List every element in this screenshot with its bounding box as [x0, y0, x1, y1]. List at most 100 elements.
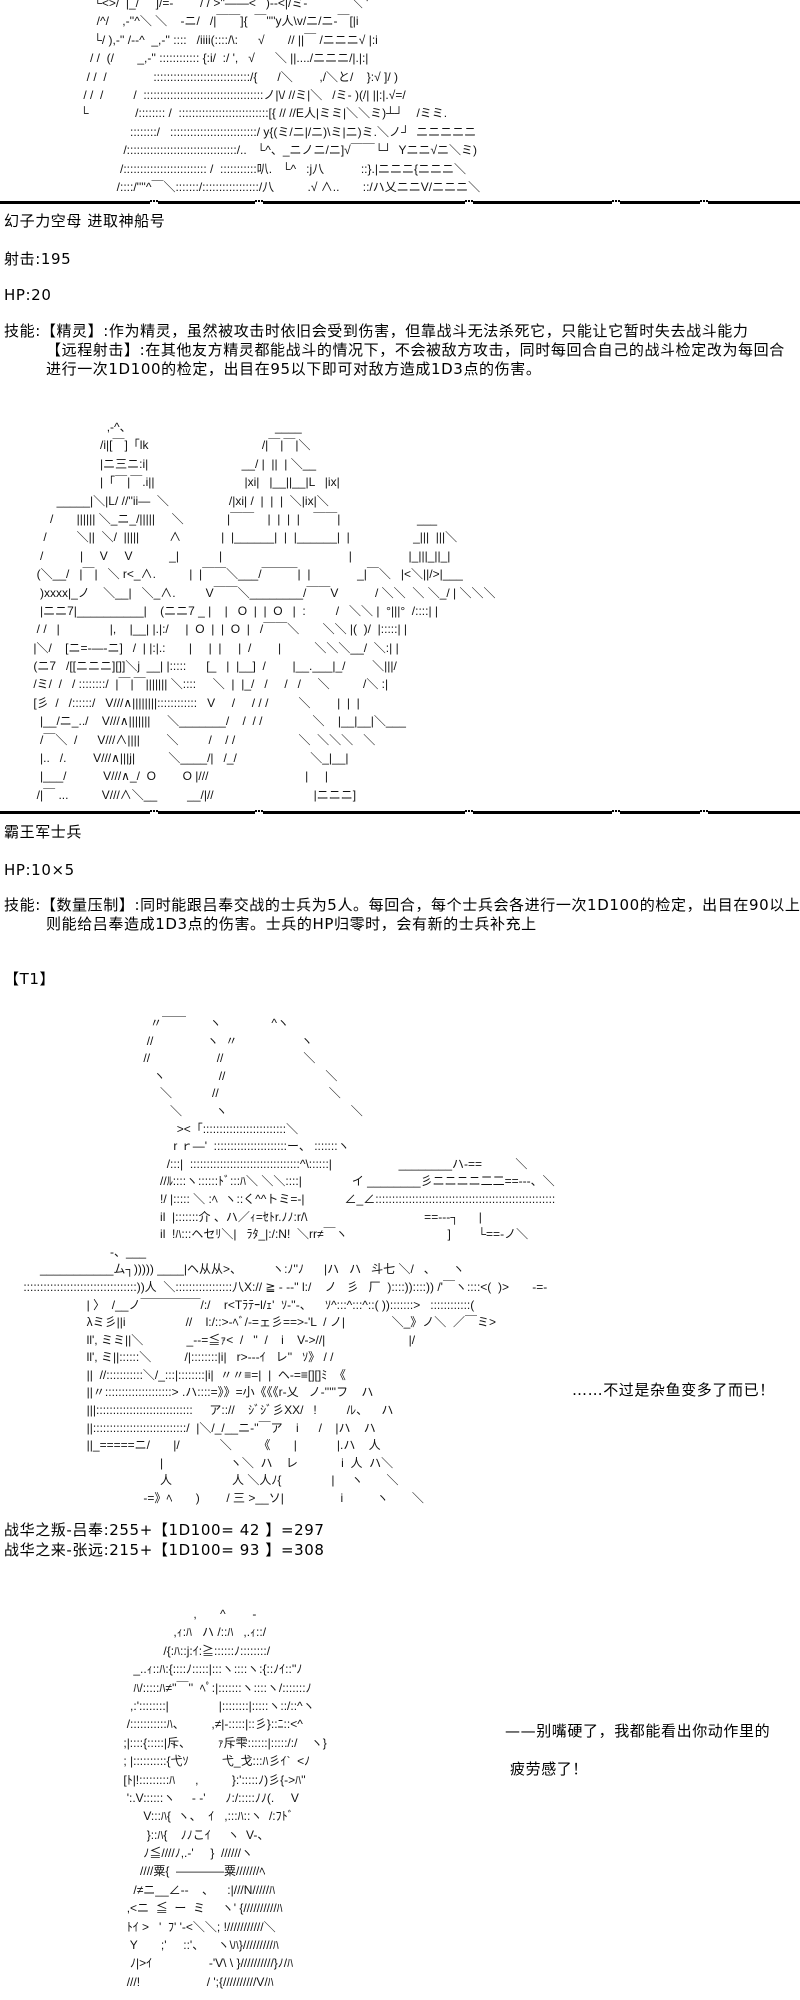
ascii-art-line: /:::::::::::::::::::::::::::::::::/.. └^… — [60, 143, 478, 158]
ascii-art-line: ////粟{ ――――粟///////ﾍ — [0, 1864, 266, 1879]
ascii-art-line: ll', ミ||::::::＼ /|::::::::|i| r>---ｲ レ''… — [0, 1350, 334, 1365]
ascii-art-line: ヽ // ＼ — [0, 1068, 338, 1083]
unit-skill-line: 则能给吕奉造成1D3点的伤害。士兵的HP归零时，会有新的士兵补充上 — [4, 915, 537, 934]
dice-result: 战华之叛-吕奉:255+【1D100= 42 】=297 — [4, 1521, 325, 1540]
unit-skill-line: 技能:【数量压制】:同时能跟吕奉交战的士兵为5人。每回合，每个士兵会各进行一次1… — [4, 896, 800, 915]
unit-name: 霸王军士兵 — [4, 823, 83, 842]
ascii-art-line: |＼/ [ニ=-―-ニ] / | |:|.: | | | | / | ＼＼＼__… — [0, 640, 399, 655]
ascii-art-line: /:::| :::::::::::::::::::::::::::::::::^… — [0, 1156, 528, 1171]
unit-skill-line: 【远程射击】:在其他友方精灵都能战斗的情况下，不会被敌方攻击，同时每回合自己的战… — [4, 341, 785, 360]
ascii-art-line: ||_=====ニ/ |/ ＼ 《 | |.ハ 人 — [0, 1438, 381, 1453]
ascii-art-line: ;|::::{:::::|斥、 ｧ斥雫::::::|:::::/:/ ヽ} — [0, 1735, 327, 1750]
ascii-art-line: / |||||| ＼_ニ_/||||| ＼ |￣￣ | | | | ￣￣| __… — [0, 511, 438, 526]
ascii-art-line: ＼ // ＼ — [0, 1086, 341, 1101]
unit-skill-line: 进行一次1D100的检定，出目在95以下即可对敌方造成1D3点的伤害。 — [4, 360, 542, 379]
ascii-art-line: / | V V _| | | |_|||_||_| — [0, 548, 451, 563]
unit-hp-stat: HP:10×5 — [4, 861, 75, 880]
ascii-art-line: )xxxx|_ノ ＼__| ＼_∧. V￣￣＼________/￣￣V / ＼＼… — [0, 585, 496, 600]
ascii-art-line: ||::::::::::::::::::::::::::::/ |＼/_/__ニ… — [0, 1420, 376, 1435]
ascii-art-line: / / / / ::::::::::::::::::::::::::::::::… — [60, 87, 406, 102]
ascii-art-line: ::::::::::::::::::::::::::::::::::))人 ＼:… — [0, 1279, 548, 1294]
ascii-art-line: ﾉ|>ｲ -'V\ \ }//////////}ﾉ/ﾊ — [0, 1956, 294, 1971]
ascii-art-line: , ^ - — [0, 1607, 257, 1621]
ascii-art-line: λミ彡||i // l:/::>-ﾍﾞ/-=ェ彡==>-'L / ノ| ＼_》ノ… — [0, 1315, 496, 1330]
ascii-art-line: ><「:::::::::::::::::::::::::＼ — [0, 1121, 299, 1136]
dice-result: 战华之来-张远:215+【1D100= 93 】=308 — [4, 1541, 325, 1560]
section-divider — [0, 200, 800, 207]
ascii-art-line: |||::::::::::::::::::::::::::::: ア::// ｼ… — [0, 1403, 394, 1418]
ascii-art-line: |__/ニ_../ V///∧||||||| ＼_______/ / / / ＼… — [0, 714, 406, 729]
unit-name: 幻子力空母 进取神船号 — [4, 212, 166, 231]
section-divider — [0, 810, 800, 817]
ascii-art-line: / / | |, |__| |.|:/ | O | | O | /￣￣＼ ＼＼ … — [0, 622, 408, 637]
ascii-art-line: _____|＼|L/ //''ii― ＼ /|xi| / | | | ＼|ix|… — [0, 493, 329, 508]
ascii-art-line: └/ ),-'' /--^ _,-'' :::: /iiii(::::/\: √… — [60, 32, 378, 47]
ascii-art-line: ﾊ/:::::ﾊ≠''￣'' ﾍﾟ:|:::::::ヽ::::ヽ/:::::::… — [0, 1680, 312, 1695]
ascii-art-line: ///! / ';{//////////V/ﾊ — [0, 1974, 274, 1989]
ascii-art-line: 〃￣￣ ヽ ^ヽ — [0, 1016, 290, 1030]
ascii-art-line: -、___ — [0, 1244, 260, 1259]
ascii-art-line: r ｒ―' ::::::::::::::::::::::ー、 :::::::ヽ — [0, 1139, 350, 1154]
ascii-art-line: ,ｨ:ﾊ ハ /::ﾊ ,.ｨ::/ — [0, 1625, 267, 1640]
ascii-art-line: / / / :::::::::::::::::::::::::::::/{ /＼… — [60, 69, 398, 84]
ascii-art-line: ll', ミミ||＼ _--=≦ｧ< / '' / i V->//| |/ — [0, 1332, 416, 1347]
ascii-art-line: /::::/''''^￣＼:::::::/:::::::::::::::::/八… — [60, 179, 481, 194]
ascii-art-line: ; |::::::::::{弋ｿ 弋_戈:::ﾊ彡ｲ` <ﾉ — [0, 1754, 311, 1769]
ascii-art-line: (＼__/ |￣| ＼ r<_∧. | |￣￣＼___/￣￣￣| | _|￣＼ … — [0, 567, 463, 582]
ascii-art-line: // ヽ 〃 ヽ — [0, 1033, 313, 1048]
ascii-art-line: [ﾄ|!:::::::::ﾊ , }:':::::ﾉ)彡{->ﾊ'' — [0, 1772, 306, 1787]
ascii-art-line: il !ﾊ:::ヘセﾘ＼| ﾗﾀ_|:/:N! ＼rr≠￣ヽ ] └==-ノ＼ — [0, 1227, 529, 1242]
ascii-art-line: |「￣|￣.i|| |xi| |__||__|L |ix| — [0, 475, 340, 490]
ascii-art-line: /ミ/ / / ::::::::/ |￣|￣||||||| ＼:::: ＼ | … — [0, 677, 389, 692]
ascii-art-line: V:::ﾊ{ ヽ、 ｲ ,:::ﾊ::ヽ /:ﾌﾄﾞ — [0, 1809, 294, 1824]
ascii-art-line: /≠ニ__∠-- 、 :|///N/////ﾊ — [0, 1882, 276, 1897]
ascii-art-line: ﾄｲ > ' ﾌ' '-<＼＼; !///////////＼ — [0, 1919, 276, 1934]
ascii-art-line: /i|[￣]「lk /|￣|￣|＼ — [0, 438, 311, 453]
ascii-art-line: /|￣ ... V///∧＼__ __/|// |ニニニ] — [0, 787, 357, 802]
unit-hp-stat: HP:20 — [4, 286, 52, 305]
turn-label: 【T1】 — [4, 970, 56, 989]
ascii-art-line: ||〃::::::::::::::::::::> .ハ::::=》》=小《《《r… — [0, 1385, 374, 1400]
ascii-art-character-portrait: , ^ - ,ｨ:ﾊ ハ /::ﾊ ,.ｨ::/ /{:ﾊ::j:ｲ:≧::::… — [0, 1605, 327, 1991]
dialogue-line: 疲劳感了！ — [510, 1760, 589, 1779]
ascii-art-soldiers: ,-^、 ____ /i|[￣]「lk /|￣|￣|＼ |ニ三ニ:i| __/ — [0, 418, 495, 804]
ascii-art-line: !/ |::::: ＼ :ﾍ ヽ::く^^トミ=-| ∠_∠::::::::::… — [0, 1191, 556, 1206]
unit-shooting-stat: 射击:195 — [4, 250, 72, 269]
dialogue-line: ——别嘴硬了，我都能看出你动作里的 — [505, 1722, 771, 1741]
ascii-art-line: / / (/ _,-'' :::::::::::: {:i/ :/ ', √ ＼… — [60, 51, 369, 66]
ascii-art-line: /::::::::::::::::::::::::: / :::::::::::… — [60, 161, 466, 176]
ascii-art-aircraft-carrier: └<>/ |_/ ]/=- / / >''――< )--<|/ミ- ＼ ' /^… — [60, 0, 480, 196]
ascii-art-line: //ﾙ::::ヽ::::::ﾄﾞ:::ﾊ＼ ＼＼::::| イ ________… — [0, 1174, 555, 1189]
ascii-art-line: ,:'::::::::| |::::::::|:::::ヽ::/::^ヽ — [0, 1698, 315, 1713]
ascii-art-line: ___________ム┐))))) ____|ヘ从从>、 ヽ:ﾉ''ﾉ |ハ … — [0, 1262, 465, 1277]
ascii-art-line: └<>/ |_/ ]/=- / / >''――< )--<|/ミ- ＼ ' — [60, 0, 369, 10]
ascii-art-line: ,-^、 ____ — [0, 420, 302, 434]
ascii-art-line: Y ;' ::'、 ヽ\ﾊ}/////////ﾊ — [0, 1938, 279, 1953]
ascii-art-line: |ニニ7|__________| (ニニ7 _ | | O | | O | : … — [0, 603, 439, 618]
ascii-art-battle-scene: 〃￣￣ ヽ ^ヽ // ヽ 〃 ヽ // // — [0, 1015, 555, 1508]
ascii-art-line: | 〉 /__ノ￣￣￣￣￣/:/ r<Tﾗﾃｰl/ｪ' ｿ-''-、 ｿ^:::… — [0, 1297, 475, 1312]
ascii-art-line: // // ＼ — [0, 1051, 316, 1066]
ascii-art-line: || //:::::::::::＼/_:::|::::::::|i| 〃〃≡=|… — [0, 1367, 346, 1382]
ascii-art-line: ,<ニ ≦ ー ミ ヽ' {//////////ﾊ — [0, 1901, 283, 1916]
ascii-art-line: └ /:::::::: / ::::::::::::::::::::::::::… — [60, 106, 448, 121]
ascii-art-line: ﾉ≦////ﾉ,.-' } //////ヽ — [0, 1846, 254, 1861]
ascii-art-line: |ニ三ニ:i| __/ | || | ＼__ — [0, 456, 317, 471]
ascii-art-line: -=》ﾍ ) / 三 >__ソ| i ヽ ＼ — [0, 1491, 424, 1506]
ascii-art-line: ::::::::/ ::::::::::::::::::::::::::/ y{… — [60, 124, 477, 139]
ascii-art-line: [彡 / /::::::/ V///∧||||||||:::::::::::: … — [0, 695, 360, 710]
ascii-art-line: |___/ V///∧_/ O O |/// | | — [0, 769, 329, 784]
ascii-art-line: ':.V::::::ヽ - -' ﾉ:/:::::ﾉﾉ(. V — [0, 1790, 299, 1805]
ascii-art-line: / ＼|| ＼/ ||||| ∧ | |______| | |______| |… — [0, 530, 458, 545]
ascii-art-line: _..ｨ::ﾊ:{::::ﾉ:::::|:::ヽ::::ヽ:{::ﾉｲ::''ﾉ — [0, 1662, 303, 1677]
ascii-art-line: | ヽ＼ ハ レ i 人 ハ＼ — [0, 1455, 394, 1470]
ascii-art-line: ＼ ヽ ＼ — [0, 1103, 363, 1118]
ascii-art-line: |.. /. V///∧|||j| ＼____/| /_/ ＼_|__| — [0, 751, 349, 766]
ascii-art-line: il |:::::::介 、ハ／ｨ=ｾﾄr.ﾉﾉ:r/\ ==---┐ | — [0, 1209, 482, 1224]
ascii-art-line: (ニ7 /[[ニニニ][]]＼j __| |::::: [_ | |__] / … — [0, 659, 397, 674]
dialogue-line: ……不过是杂鱼变多了而已！ — [572, 1381, 775, 1400]
unit-skill-line: 技能:【精灵】:作为精灵，虽然被攻击时依旧会受到伤害，但靠战斗无法杀死它，只能让… — [4, 322, 749, 341]
ascii-art-line: /:::::::::::ﾊ、 ,≠|-:::::|::彡}::ﾆ::<^ — [0, 1717, 303, 1732]
ascii-art-line: /￣＼ / V///∧|||| ＼ / / / ＼ ＼＼＼ ＼ — [0, 732, 376, 747]
ascii-art-line: /{:ﾊ::j:ｲ:≧::::::ﾉ::::::::/ — [0, 1643, 271, 1658]
